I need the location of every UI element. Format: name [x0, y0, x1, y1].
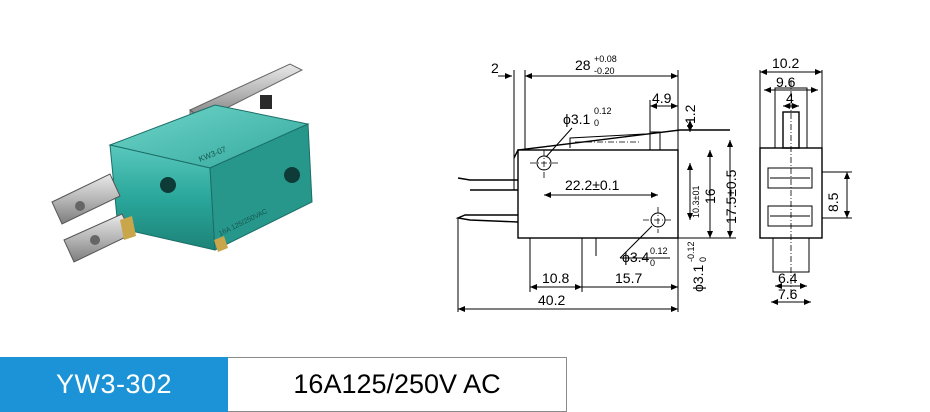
rating-label: 16A125/250V AC: [228, 357, 567, 412]
terminal-1: [51, 173, 121, 225]
dim-7-6: 7.6: [778, 286, 798, 302]
dim-4-9: 4.9: [652, 90, 672, 106]
spec-label-bar: YW3-302 16A125/250V AC: [0, 357, 930, 412]
model-label: YW3-302: [0, 357, 228, 412]
dim-28: 28: [575, 57, 591, 73]
dim-2: 2: [491, 60, 499, 76]
dim-phi31-bot-tol-plus: -0.12: [686, 241, 696, 262]
dim-6-4: 6.4: [778, 270, 798, 286]
dim-10-2: 10.2: [772, 55, 799, 71]
dim-phi34: ϕ3.4: [622, 249, 650, 265]
dim-phi31-top-tol-minus: 0: [594, 118, 599, 128]
dim-phi31-bot-tol-minus: 0: [698, 257, 708, 262]
dim-28-tol-plus: +0.08: [594, 54, 617, 64]
dim-4: 4: [786, 90, 794, 106]
dim-1-2: 1.2: [682, 104, 698, 124]
dim-9-6: 9.6: [776, 74, 796, 90]
dim-phi31-bot: ϕ3.1: [690, 264, 706, 292]
side-view: 2 28 +0.08 -0.20 4.9 1.2 ϕ3.1 0.12 0 22.…: [455, 54, 739, 312]
dim-phi34-tol-plus: 0.12: [650, 246, 668, 256]
dim-phi31-top: ϕ3.1: [563, 111, 591, 127]
dim-15-7: 15.7: [615, 270, 642, 286]
dim-28-tol-minus: -0.20: [594, 66, 615, 76]
technical-drawing: 2 28 +0.08 -0.20 4.9 1.2 ϕ3.1 0.12 0 22.…: [455, 54, 852, 312]
dim-8-5: 8.5: [825, 192, 841, 212]
product-photo: KW3-07 16A 125/250VAC: [51, 63, 313, 263]
dim-phi31-top-tol-plus: 0.12: [594, 106, 612, 116]
dim-17-5: 17.5±0.5: [723, 169, 739, 224]
end-view: 10.2 9.6 4 8.5 6.4 7.6: [759, 55, 852, 305]
electrical-rating: 16A125/250V AC: [293, 369, 501, 399]
dim-40-2: 40.2: [538, 292, 565, 308]
model-number: YW3-302: [55, 369, 173, 399]
dim-22-2: 22.2±0.1: [565, 177, 620, 193]
dim-10-8: 10.8: [542, 270, 569, 286]
dim-16: 16: [702, 188, 718, 204]
dim-phi34-tol-minus: 0: [650, 258, 655, 268]
dim-10-3: 10.3±01: [691, 186, 701, 218]
